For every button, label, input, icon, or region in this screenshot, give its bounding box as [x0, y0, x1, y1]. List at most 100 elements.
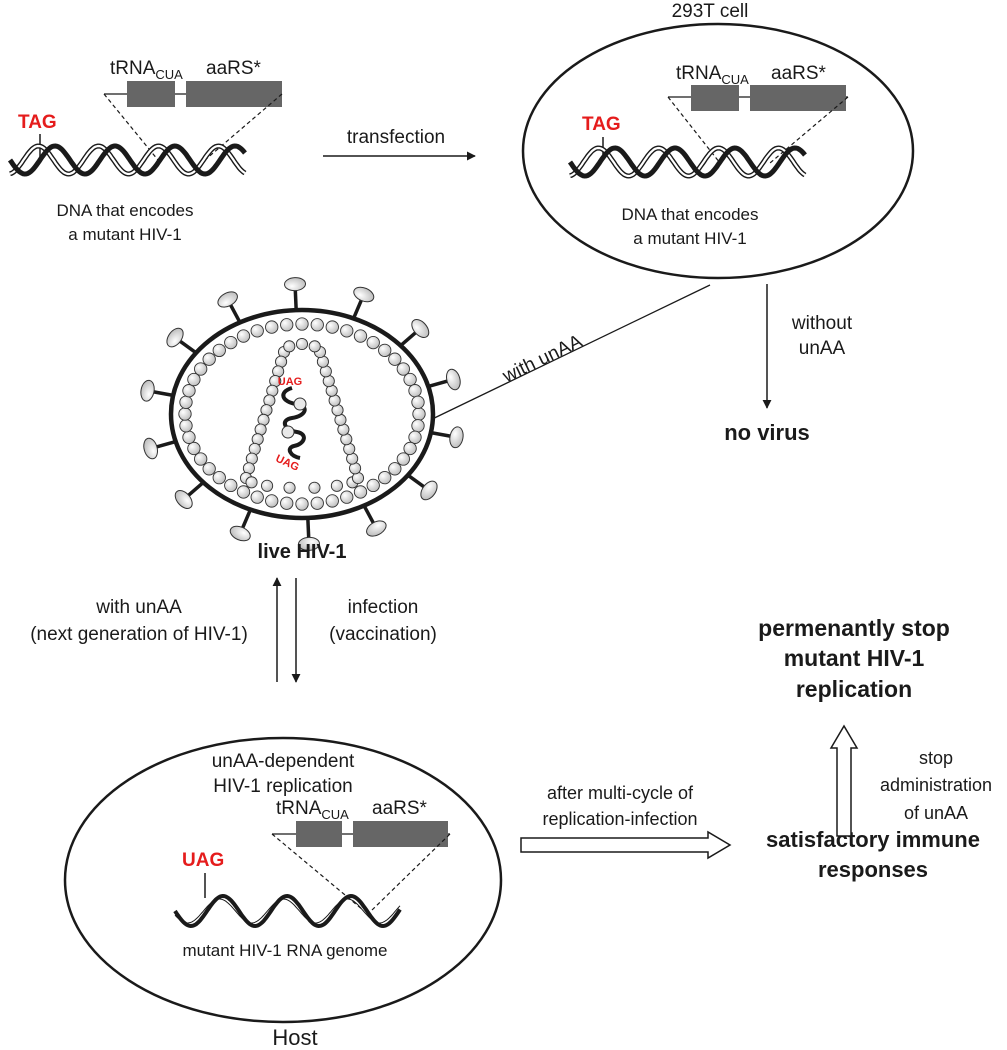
matrix-bead	[408, 430, 422, 444]
without-unaa-arrow: without unAA	[762, 284, 853, 409]
matrix-bead	[182, 384, 196, 398]
aars-gene-box	[750, 85, 846, 111]
host-title-line2: HIV-1 replication	[213, 776, 352, 797]
cycle-left-line2: (next generation of HIV-1)	[30, 624, 248, 645]
stop-admin-arrow: stop administration of unAA	[829, 724, 992, 837]
stop-admin-line3: of unAA	[904, 803, 968, 823]
matrix-bead	[187, 441, 201, 456]
matrix-bead	[295, 317, 309, 331]
matrix-bead	[325, 494, 339, 508]
matrix-bead	[179, 419, 193, 433]
panel-dna-construct: tRNACUA aaRS* TAG DNA that encodes a mut…	[7, 58, 283, 244]
construct-cell: tRNACUA aaRS*	[667, 63, 849, 164]
trna-label: tRNACUA	[276, 798, 349, 822]
matrix-bead	[265, 494, 279, 508]
genome-caption: mutant HIV-1 RNA genome	[182, 941, 387, 960]
multi-cycle-line1: after multi-cycle of	[547, 783, 694, 803]
without-label-line2: unAA	[799, 338, 846, 359]
dna-caption-line2: a mutant HIV-1	[68, 225, 181, 244]
host-outline	[63, 736, 503, 1024]
replication-cycle-arrows: with unAA (next generation of HIV-1) inf…	[30, 577, 437, 683]
matrix-bead	[187, 372, 201, 387]
outcome-line2: mutant HIV-1	[784, 645, 925, 671]
matrix-bead	[179, 395, 193, 409]
matrix-bead	[295, 497, 309, 511]
host-title-line1: unAA-dependent	[212, 751, 355, 772]
construct-host: tRNACUA aaRS*	[271, 798, 451, 911]
matrix-bead	[411, 419, 425, 433]
uag-codon-label: UAG	[182, 850, 224, 871]
matrix-bead	[396, 362, 410, 376]
capsid-bead	[261, 479, 274, 492]
multi-cycle-line2: replication-infection	[542, 809, 697, 829]
matrix-ring	[178, 317, 426, 511]
aars-gene-box	[186, 81, 282, 107]
stop-admin-line1: stop	[919, 748, 953, 768]
dna-caption-line1: DNA that encodes	[56, 201, 193, 220]
envelope-spike	[229, 508, 253, 542]
trna-gene-box	[296, 821, 342, 847]
matrix-bead	[340, 490, 354, 504]
aars-label: aaRS*	[206, 58, 262, 79]
aars-gene-box	[353, 821, 448, 847]
envelope-spike	[284, 277, 307, 311]
immune-line1: satisfactory immune	[766, 827, 980, 852]
capsid-cone	[239, 337, 365, 494]
without-label-line1: without	[791, 313, 853, 334]
matrix-bead	[340, 324, 354, 338]
envelope-spike	[427, 368, 461, 391]
envelope-spike	[362, 504, 387, 537]
cycle-right-line2: (vaccination)	[329, 624, 437, 645]
matrix-bead	[224, 478, 238, 493]
matrix-bead	[224, 335, 238, 350]
matrix-bead	[212, 343, 226, 358]
cell-title: 293T cell	[672, 1, 749, 22]
matrix-bead	[412, 407, 426, 421]
matrix-bead	[310, 496, 324, 510]
envelope-spike	[351, 286, 375, 320]
envelope-spike	[140, 379, 174, 402]
panel-293t-cell: 293T cell tRNACUA aaRS* TAG DNA that enc…	[521, 1, 915, 280]
cycle-left-line1: with unAA	[95, 597, 182, 618]
aars-label: aaRS*	[372, 798, 428, 819]
host-label: Host	[272, 1025, 317, 1050]
matrix-bead	[178, 407, 192, 421]
matrix-bead	[403, 372, 417, 387]
capsid-bead	[308, 481, 321, 494]
capsid-bead	[330, 479, 343, 492]
aars-label: aaRS*	[771, 63, 827, 84]
matrix-bead	[212, 470, 226, 485]
matrix-bead	[353, 485, 368, 499]
matrix-bead	[250, 324, 264, 338]
hiv1-virion: UAG UAG	[140, 277, 464, 551]
cell-outline	[521, 22, 915, 280]
envelope-spike	[406, 473, 438, 501]
cycle-right-line1: infection	[348, 597, 419, 618]
dna-double-helix	[7, 143, 247, 177]
capsid-bead	[308, 340, 321, 353]
rna-single-strand	[173, 893, 402, 929]
matrix-bead	[408, 384, 422, 398]
outcome-line3: replication	[796, 676, 912, 702]
transfection-label: transfection	[347, 127, 445, 148]
matrix-bead	[310, 318, 324, 332]
trna-label: tRNACUA	[110, 58, 183, 82]
matrix-bead	[250, 490, 264, 504]
multi-cycle-arrow: after multi-cycle of replication-infecti…	[520, 783, 732, 860]
no-virus-label: no virus	[724, 420, 810, 445]
matrix-bead	[388, 352, 402, 366]
capsid-bead	[245, 476, 258, 489]
envelope-spike	[166, 327, 198, 355]
matrix-bead	[388, 462, 402, 476]
envelope-spike	[143, 437, 177, 460]
trna-gene-box	[127, 81, 175, 107]
matrix-bead	[378, 470, 392, 485]
matrix-bead	[202, 462, 216, 476]
tag-codon-label: TAG	[18, 112, 57, 133]
construct-top-left: tRNACUA aaRS*	[103, 58, 283, 161]
virion-uag-top: UAG	[278, 376, 302, 388]
cell-caption-line2: a mutant HIV-1	[633, 229, 746, 248]
trna-gene-box	[691, 85, 739, 111]
